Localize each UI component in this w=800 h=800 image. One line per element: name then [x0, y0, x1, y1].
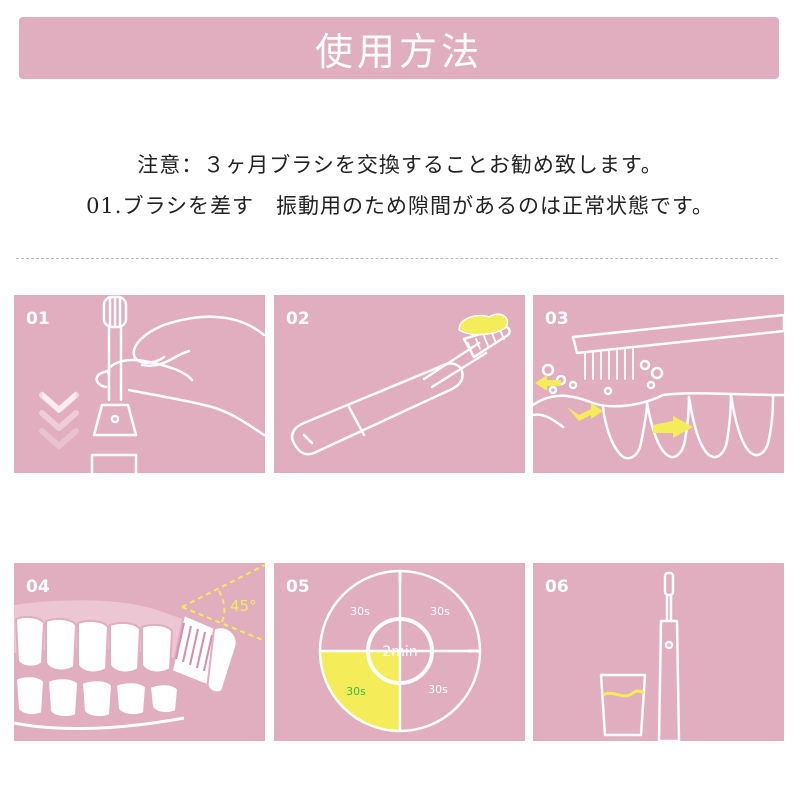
quadrant-label-bottom-left: 30s — [346, 685, 366, 698]
quadrant-label-top-left: 30s — [350, 605, 370, 618]
title-bar: 使用方法 — [19, 17, 779, 79]
dashed-divider — [16, 258, 778, 259]
timer-center-label: 2min — [382, 644, 417, 660]
step-panel-01: 01 — [14, 295, 265, 473]
rinse-illustration — [599, 571, 681, 741]
step-panel-06: 06 — [533, 563, 784, 741]
step-number: 04 — [26, 577, 50, 597]
step-number: 06 — [545, 577, 569, 597]
quadrant-label-top-right: 30s — [430, 605, 450, 618]
step-panel-05: 05 2min 30s 30s 30s 30s — [274, 563, 525, 741]
step-panel-04: 04 — [14, 563, 265, 741]
step-instruction-text: 01.ブラシを差す 振動用のため隙間があるのは正常状態です。 — [86, 194, 714, 218]
notice-text: 注意：３ヶ月ブラシを交換することお勧め致します。 — [137, 153, 663, 177]
angle-label: 45° — [230, 597, 257, 615]
step-panel-03: 03 — [533, 295, 784, 473]
step-panel-02: 02 — [274, 295, 525, 473]
brushing-illustration — [533, 313, 784, 460]
toothpaste-illustration — [290, 313, 511, 456]
quadrant-label-bottom-right: 30s — [428, 683, 448, 696]
step-number: 03 — [545, 309, 569, 329]
step-number: 02 — [286, 309, 310, 329]
brush-attach-illustration — [39, 295, 265, 473]
angle-brushing-illustration: 45° — [14, 564, 265, 730]
timer-illustration: 2min 30s 30s 30s 30s — [318, 569, 482, 733]
page-title: 使用方法 — [314, 29, 483, 74]
step-number: 01 — [26, 309, 50, 329]
step-number: 05 — [286, 577, 310, 597]
